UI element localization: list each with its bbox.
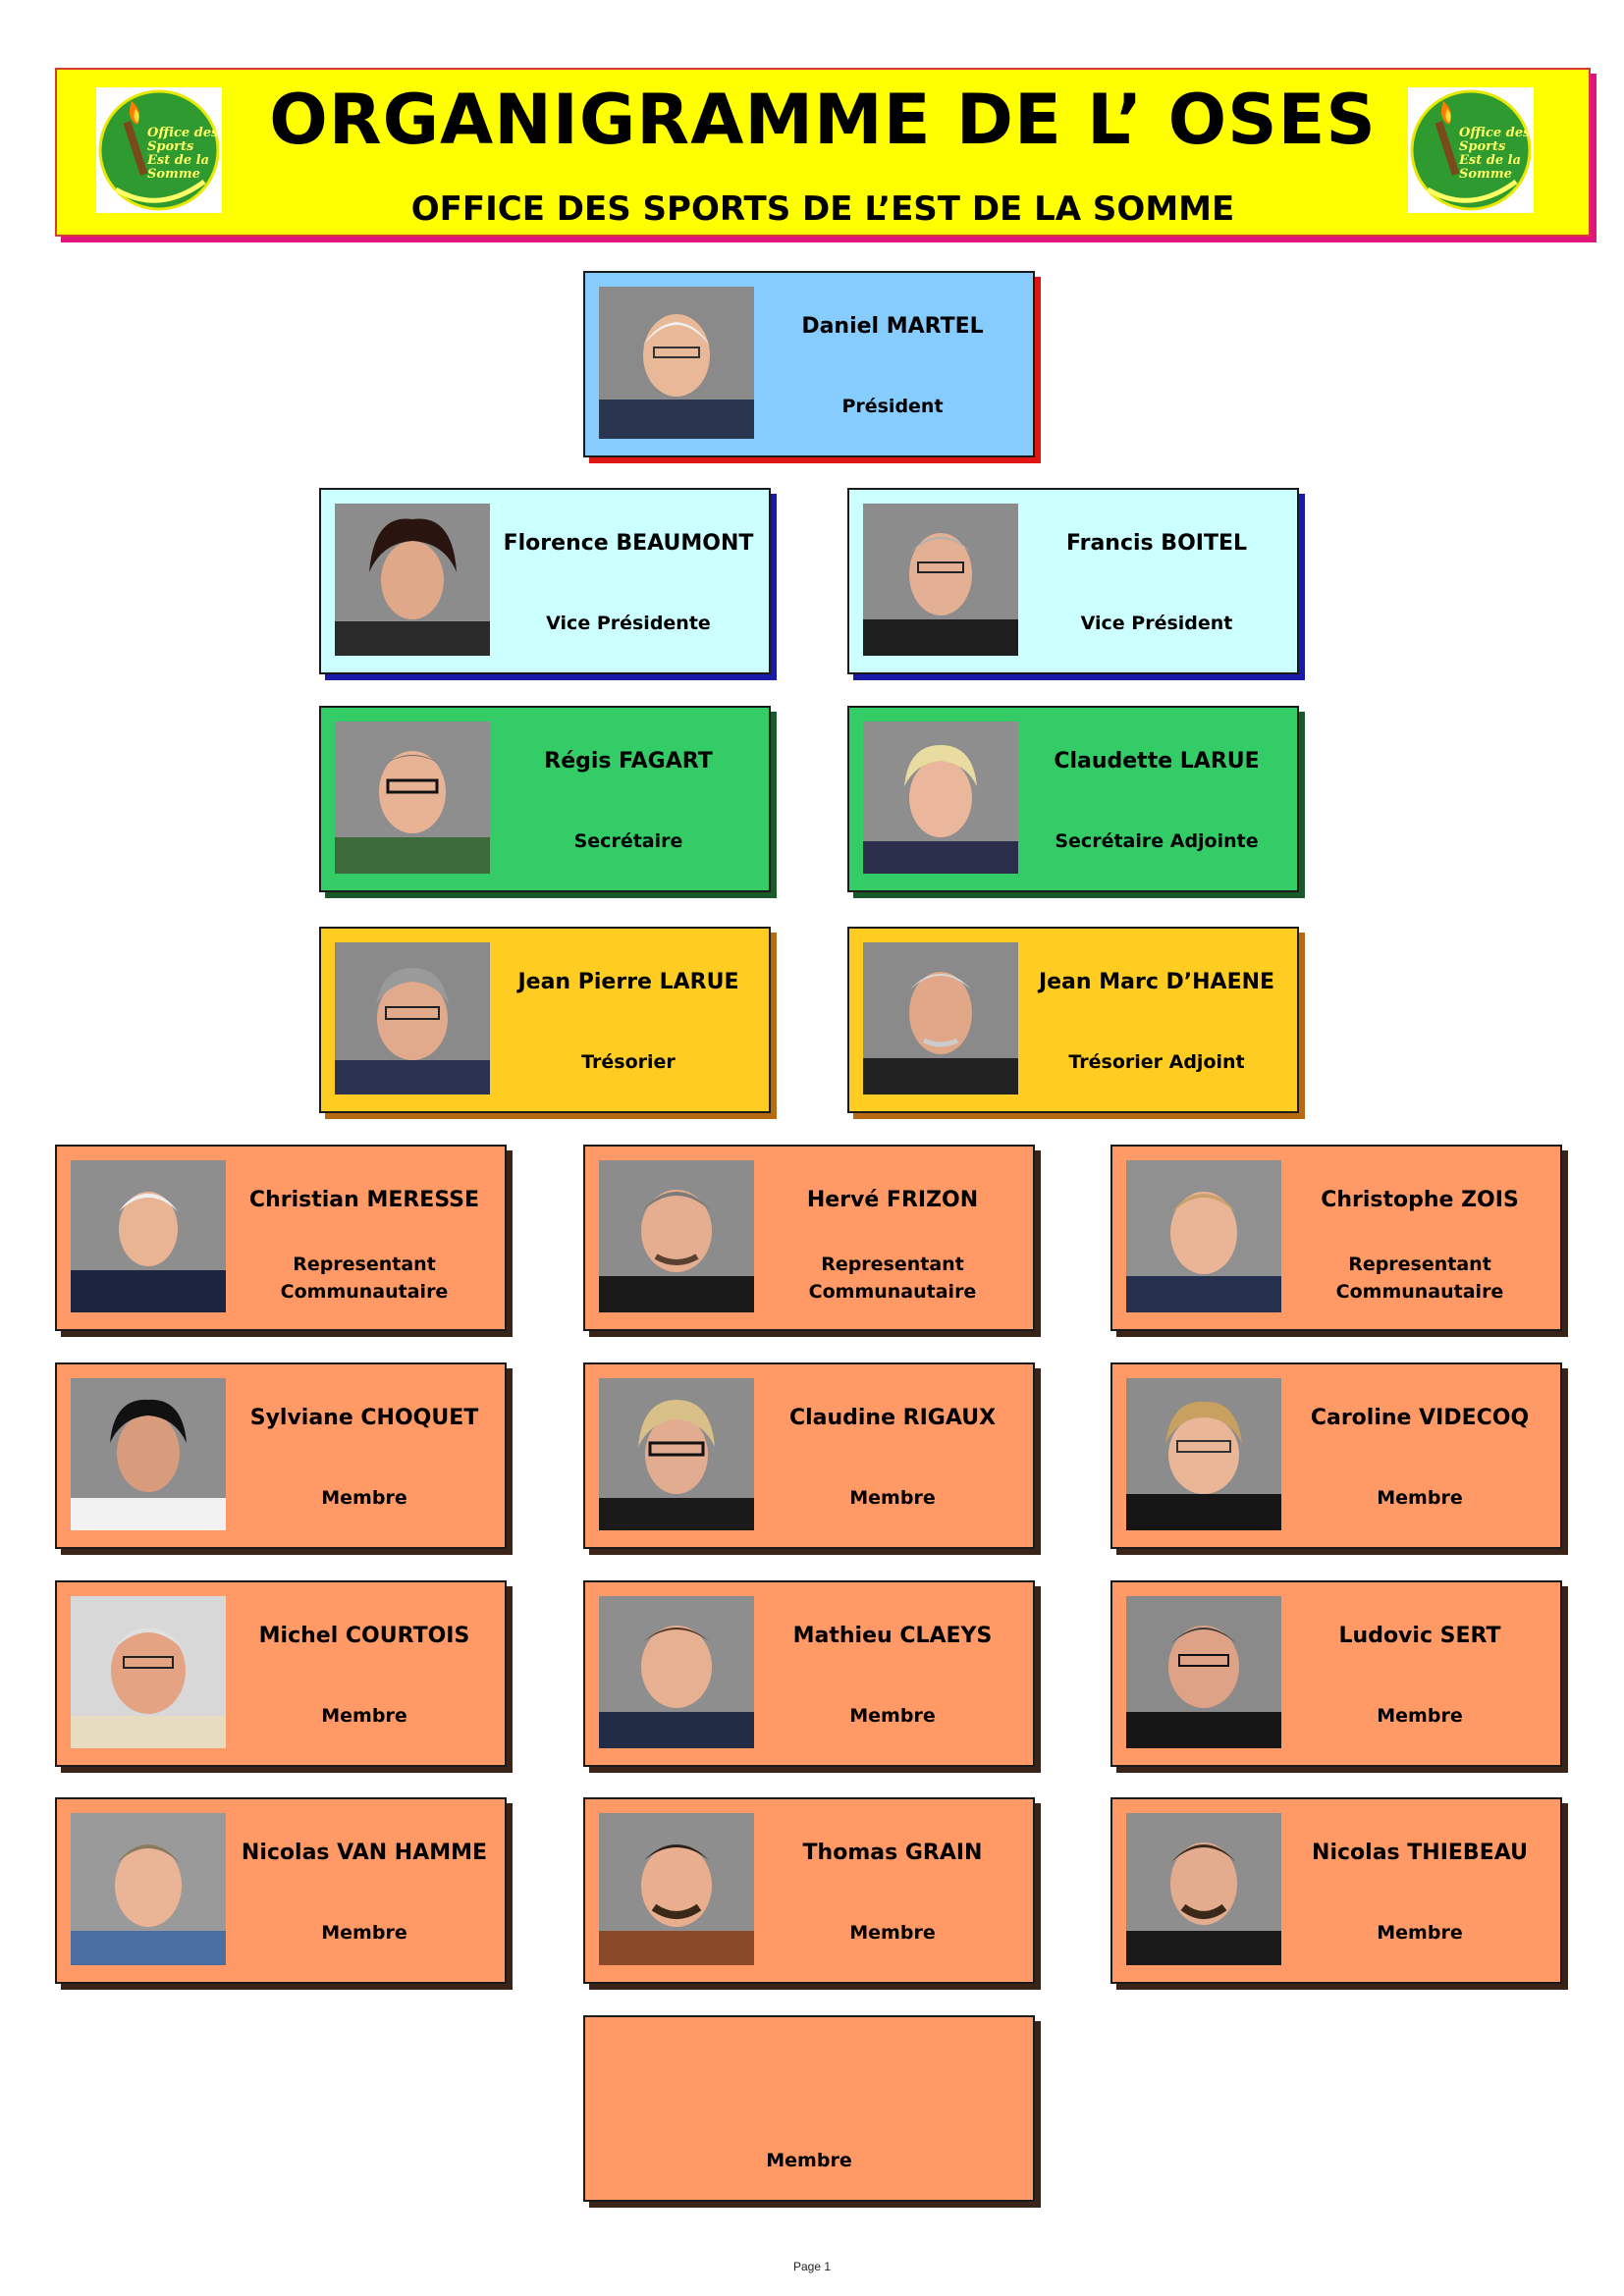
- portrait-photo: [71, 1813, 226, 1965]
- member-name: Ludovic SERT: [1338, 1624, 1501, 1648]
- treasurer-card: Jean Pierre LARUE Trésorier: [319, 927, 771, 1113]
- member-name: Régis FAGART: [544, 749, 713, 774]
- torch-logo-icon: Office des Sports Est de la Somme: [1410, 89, 1532, 211]
- member-name: Claudine RIGAUX: [788, 1406, 997, 1430]
- portrait-photo: [599, 1378, 754, 1530]
- portrait-photo: [71, 1596, 226, 1748]
- portrait-photo: [1126, 1813, 1281, 1965]
- portrait-photo: [863, 504, 1018, 656]
- member-name: Michel COURTOIS: [258, 1624, 470, 1648]
- portrait-photo: [863, 942, 1018, 1095]
- vice-president-card: Francis BOITEL Vice Président: [847, 488, 1299, 674]
- member-role: Membre: [321, 1922, 407, 1944]
- member-name: Florence BEAUMONT: [503, 531, 754, 556]
- member-role: Président: [841, 396, 944, 417]
- member-card: Mathieu CLAEYS Membre: [583, 1580, 1035, 1767]
- member-card: Nicolas VAN HAMME Membre: [55, 1797, 507, 1984]
- member-role: Membre: [1377, 1705, 1463, 1727]
- vice-president-card: Florence BEAUMONT Vice Présidente: [319, 488, 771, 674]
- member-role: Membre: [849, 1705, 936, 1727]
- member-name: Sylviane CHOQUET: [249, 1406, 479, 1430]
- member-name: Francis BOITEL: [1065, 531, 1248, 556]
- header-banner: Office des Sports Est de la Somme ORGANI…: [55, 68, 1591, 237]
- member-role: Membre: [321, 1487, 407, 1509]
- member-role: Membre: [766, 2150, 852, 2171]
- portrait-photo: [599, 1813, 754, 1965]
- member-role: Membre: [321, 1705, 407, 1727]
- svg-text:Sports: Sports: [147, 139, 194, 154]
- member-card: Nicolas THIEBEAU Membre: [1110, 1797, 1562, 1984]
- portrait-photo: [599, 1596, 754, 1748]
- svg-text:Est de la: Est de la: [1458, 153, 1521, 168]
- portrait-photo: [335, 721, 490, 874]
- member-role: Membre: [1377, 1487, 1463, 1509]
- svg-text:Sports: Sports: [1459, 139, 1506, 154]
- page-title: ORGANIGRAMME DE L’ OSES: [269, 80, 1377, 160]
- page-subtitle: OFFICE DES SPORTS DE L’EST DE LA SOMME: [410, 189, 1235, 229]
- member-role: Trésorier: [581, 1051, 676, 1073]
- vacant-member-card: Membre: [583, 2015, 1035, 2202]
- member-name: Jean Marc D’HAENE: [1038, 970, 1275, 994]
- secretary-card: Claudette LARUE Secrétaire Adjointe: [847, 706, 1299, 892]
- svg-text:Est de la: Est de la: [146, 153, 209, 168]
- member-name: Nicolas THIEBEAU: [1312, 1841, 1528, 1865]
- member-name: Nicolas VAN HAMME: [241, 1841, 488, 1865]
- member-name: Caroline VIDECOQ: [1310, 1406, 1530, 1430]
- member-card: Thomas GRAIN Membre: [583, 1797, 1035, 1984]
- portrait-photo: [335, 504, 490, 656]
- treasurer-card: Jean Marc D’HAENE Trésorier Adjoint: [847, 927, 1299, 1113]
- member-role: Membre: [1377, 1922, 1463, 1944]
- page-number: Page 1: [792, 2260, 832, 2273]
- member-card: Sylviane CHOQUET Membre: [55, 1362, 507, 1549]
- member-card: Ludovic SERT Membre: [1110, 1580, 1562, 1767]
- member-name: Hervé FRIZON: [806, 1188, 979, 1212]
- svg-text:Somme: Somme: [1459, 167, 1512, 182]
- member-card: Claudine RIGAUX Membre: [583, 1362, 1035, 1549]
- oses-logo: Office des Sports Est de la Somme: [1408, 87, 1534, 213]
- portrait-photo: [1126, 1596, 1281, 1748]
- svg-text:Office des: Office des: [147, 126, 219, 140]
- member-role: Secrétaire Adjointe: [1055, 830, 1259, 852]
- portrait-photo: [599, 287, 754, 439]
- portrait-photo: [71, 1160, 226, 1312]
- secretary-card: Régis FAGART Secrétaire: [319, 706, 771, 892]
- portrait-photo: [599, 1160, 754, 1312]
- member-name: Mathieu CLAEYS: [792, 1624, 993, 1648]
- member-role: Vice Présidente: [546, 613, 711, 634]
- member-role: Vice Président: [1080, 613, 1233, 634]
- member-card: Michel COURTOIS Membre: [55, 1580, 507, 1767]
- president-card: Daniel MARTEL Président: [583, 271, 1035, 457]
- member-name: Claudette LARUE: [1054, 749, 1260, 774]
- member-role: Trésorier Adjoint: [1068, 1051, 1245, 1073]
- portrait-photo: [335, 942, 490, 1095]
- portrait-photo: [1126, 1378, 1281, 1530]
- portrait-photo: [71, 1378, 226, 1530]
- member-role: Membre: [849, 1487, 936, 1509]
- member-name: Thomas GRAIN: [802, 1841, 983, 1865]
- member-card: Caroline VIDECOQ Membre: [1110, 1362, 1562, 1549]
- member-name: Christian MERESSE: [248, 1188, 480, 1212]
- svg-text:Somme: Somme: [147, 167, 200, 182]
- member-name: Jean Pierre LARUE: [517, 970, 739, 994]
- oses-logo: Office des Sports Est de la Somme: [96, 87, 222, 213]
- svg-text:Office des: Office des: [1459, 126, 1531, 140]
- torch-logo-icon: Office des Sports Est de la Somme: [98, 89, 220, 211]
- member-role: Secrétaire: [573, 830, 683, 852]
- member-name: Christophe ZOIS: [1321, 1188, 1519, 1212]
- member-name: Daniel MARTEL: [801, 314, 984, 339]
- member-role: Membre: [849, 1922, 936, 1944]
- portrait-photo: [863, 721, 1018, 874]
- portrait-photo: [1126, 1160, 1281, 1312]
